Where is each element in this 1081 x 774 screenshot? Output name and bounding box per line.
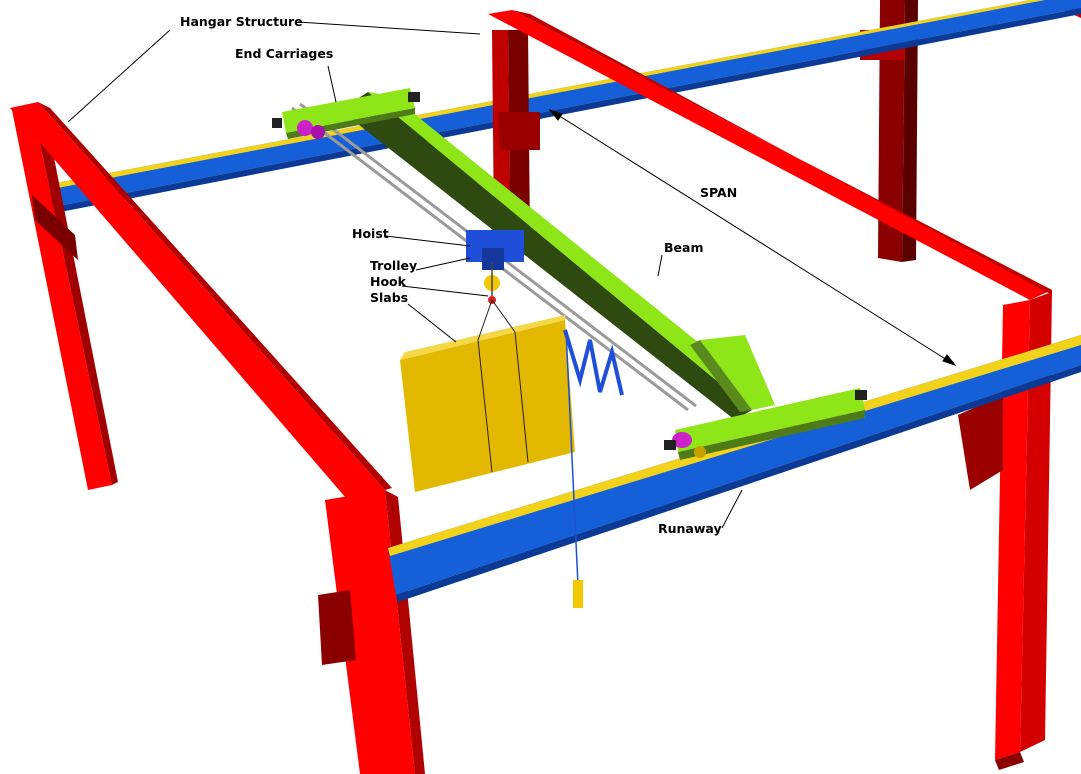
festoon-cable	[563, 329, 624, 608]
label-beam: Beam	[664, 240, 704, 255]
label-slabs: Slabs	[370, 290, 409, 305]
label-hangar-structure: Hangar Structure	[180, 14, 303, 29]
callout-lines	[67, 21, 957, 529]
label-end-carriages: End Carriages	[235, 46, 334, 61]
bridge-girder	[340, 92, 775, 420]
slabs	[400, 299, 575, 492]
label-runaway: Runaway	[658, 521, 722, 536]
label-hook: Hook	[370, 274, 406, 289]
label-hoist: Hoist	[352, 226, 389, 241]
end-carriages	[272, 88, 867, 460]
back-runway-rail	[45, 0, 1081, 214]
front-frame	[10, 102, 425, 774]
label-trolley: Trolley	[370, 258, 418, 273]
middle-frame	[488, 10, 1052, 770]
label-span: SPAN	[700, 185, 738, 200]
